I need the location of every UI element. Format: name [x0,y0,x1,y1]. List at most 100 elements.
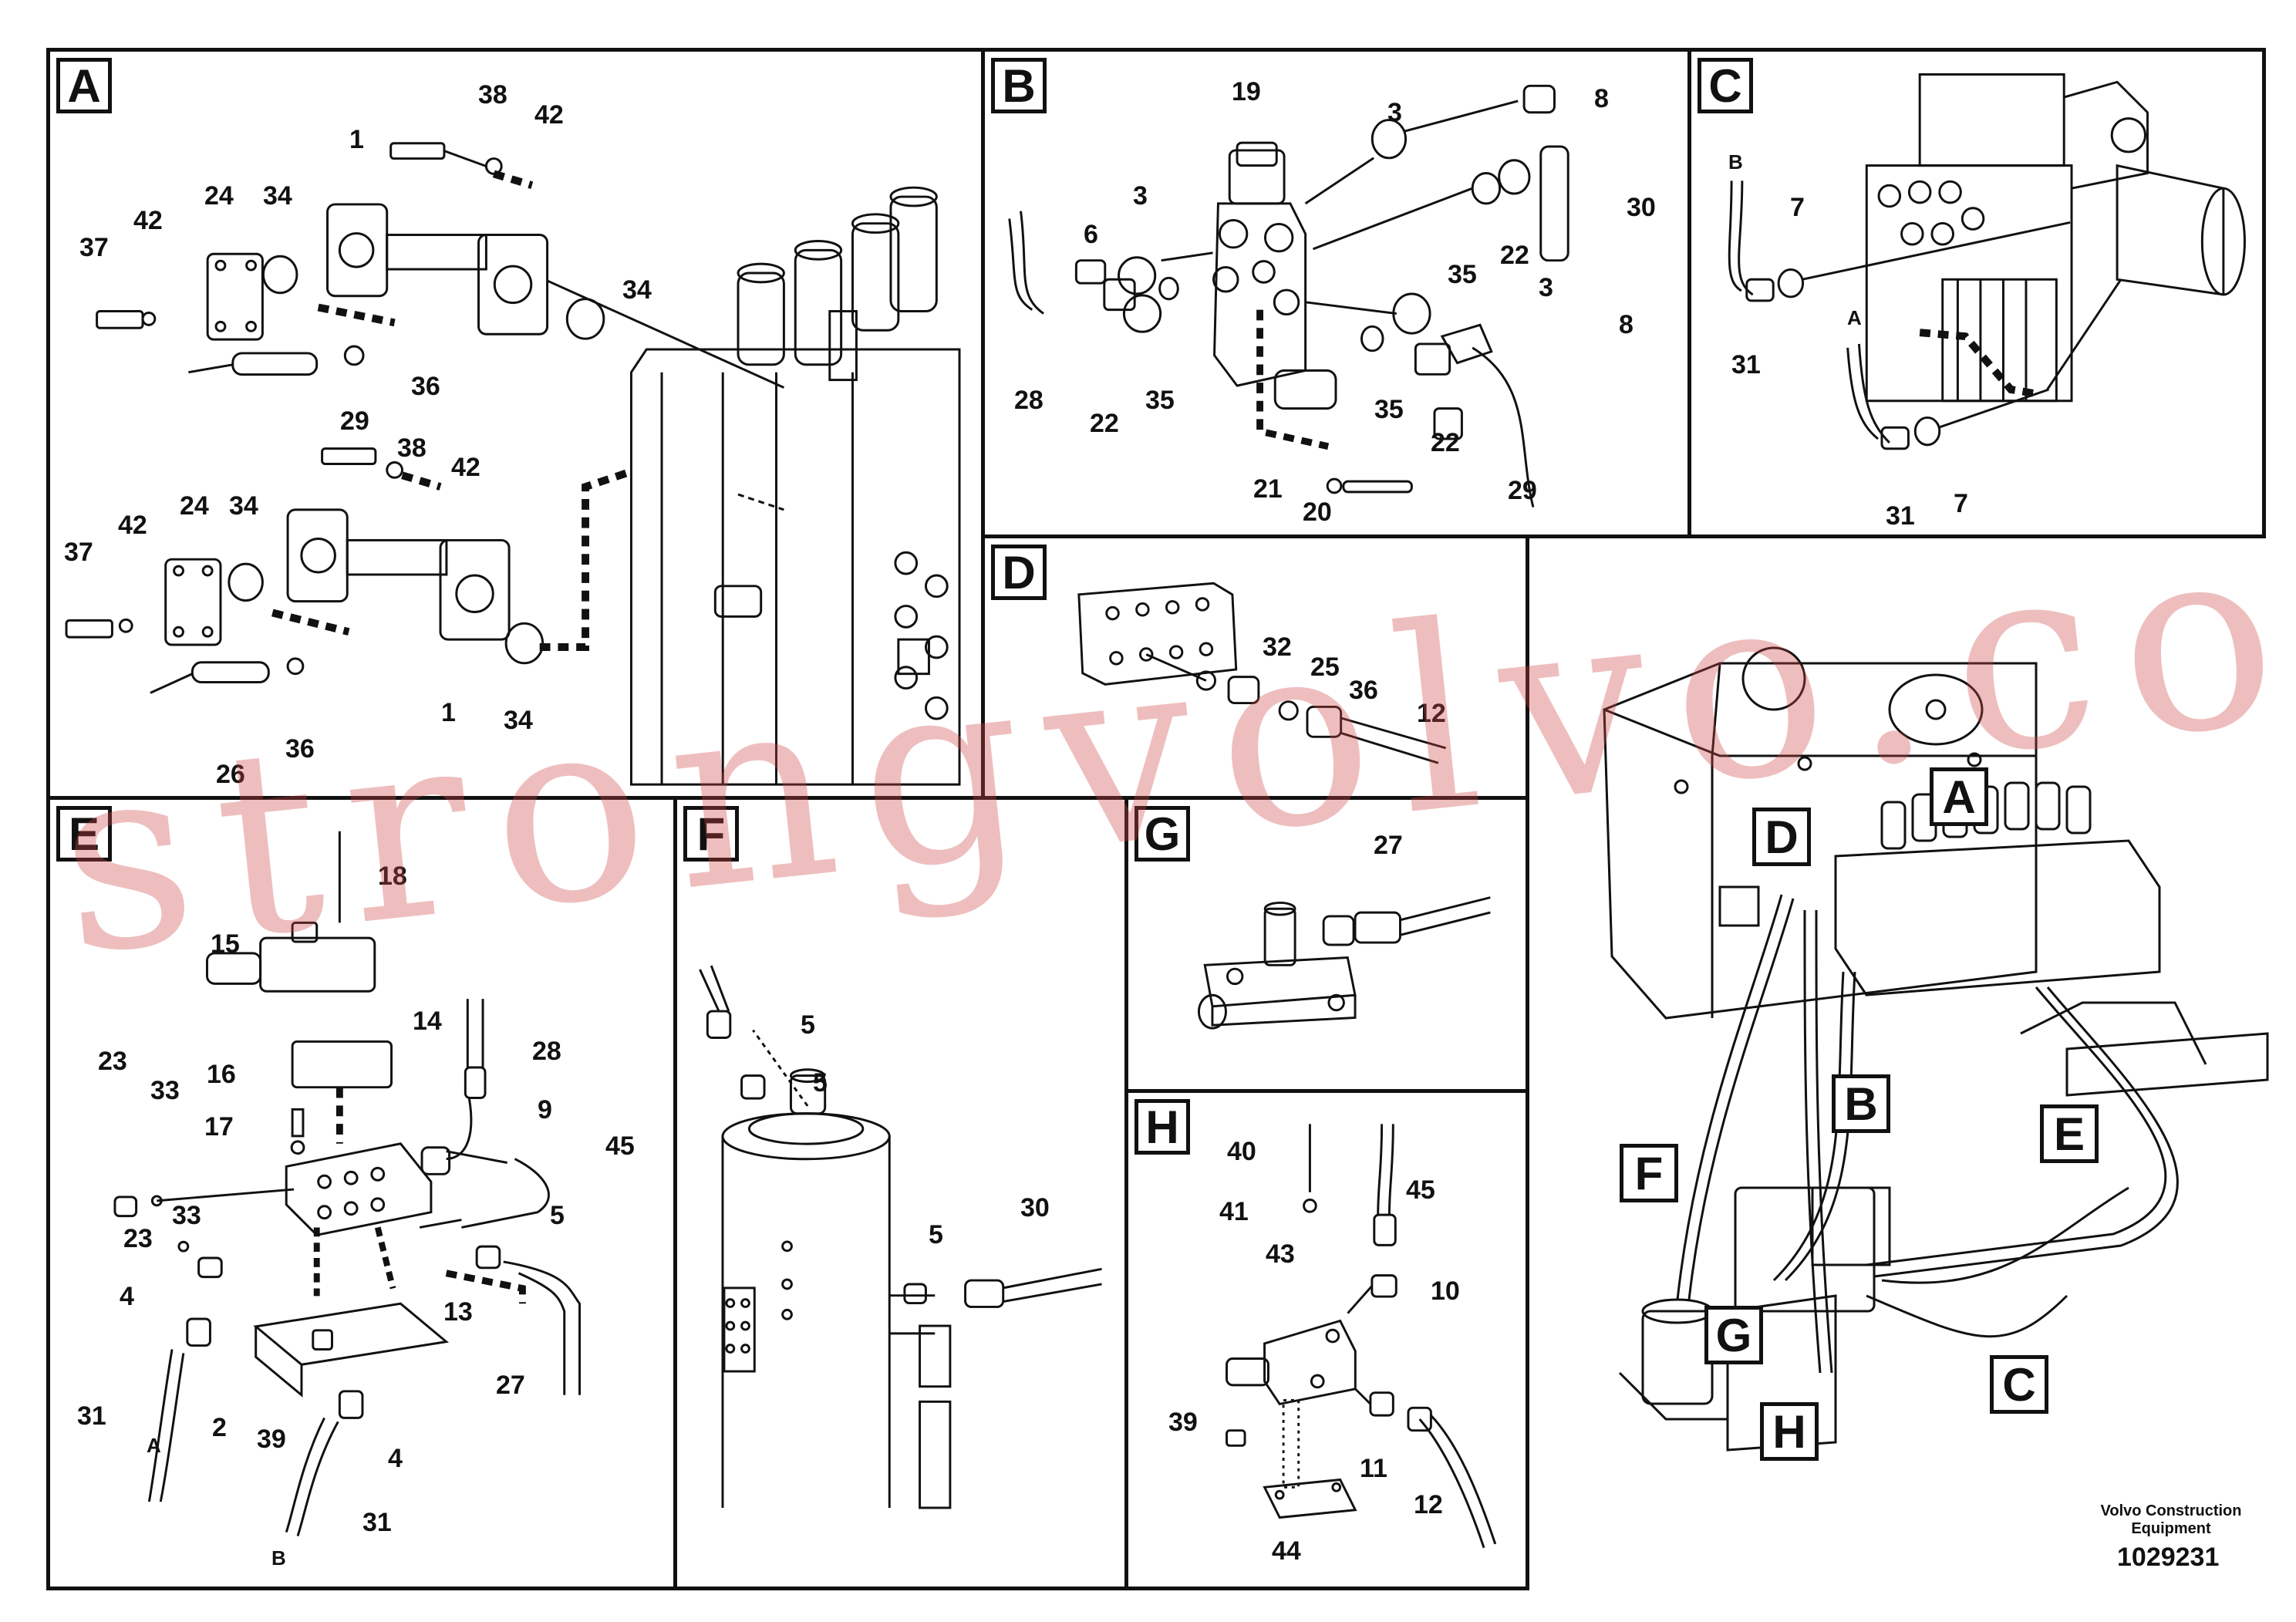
label-f-30: 30 [1020,1193,1050,1222]
panel-f-tag: F [683,806,739,862]
label-e-31b: 31 [362,1508,392,1537]
label-h-40: 40 [1227,1137,1256,1166]
label-e-45: 45 [605,1131,635,1161]
label-e-9: 9 [538,1095,552,1125]
overview-callout-a: A [1930,767,1988,826]
panel-b-drawing [1008,84,1569,508]
label-b-8b: 8 [1619,310,1633,339]
label-e-39: 39 [257,1425,286,1454]
label-b-3b: 3 [1133,181,1148,211]
label-e-33: 33 [150,1076,180,1105]
label-a-38: 38 [478,80,507,110]
company-name-line1: Volvo Construction [2100,1502,2242,1519]
overview-callout-c: C [1990,1355,2048,1414]
label-d-12: 12 [1417,699,1446,728]
panel-e-tag: E [56,806,112,862]
label-c-31b: 31 [1886,501,1915,531]
panel-h-tag: H [1135,1099,1190,1155]
overview-drawing [1603,646,2269,1452]
panel-b-tag: B [991,58,1047,113]
panel-e: E 18 15 14 28 [46,796,677,1590]
label-h-12: 12 [1414,1490,1443,1519]
panel-c: C B 7 A 31 31 7 [1687,48,2266,538]
panel-f-drawing [699,965,1102,1509]
panel-c-drawing [1728,73,2246,450]
label-a-38b: 38 [397,433,426,463]
label-e-16: 16 [207,1060,236,1089]
panel-f: F 5 5 5 30 [673,796,1128,1590]
label-c-A: A [1847,306,1862,329]
label-a-37: 37 [79,233,109,262]
panel-a: A [46,48,985,800]
label-b-35b: 35 [1145,386,1175,415]
label-a-34d: 34 [504,706,533,735]
label-f-5c: 5 [929,1220,943,1249]
label-b-21: 21 [1253,474,1283,504]
label-e-33b: 33 [172,1201,201,1230]
label-b-22b: 22 [1090,409,1119,438]
panel-d-drawing [1077,582,1447,764]
panel-h-drawing [1226,1124,1497,1549]
label-a-42b: 42 [133,206,163,235]
label-e-B: B [271,1546,286,1570]
panel-g: G 27 [1124,796,1529,1093]
label-f-5: 5 [801,1010,815,1040]
label-a-24b: 24 [180,491,209,521]
label-a-34c: 34 [229,491,258,521]
label-e-13: 13 [443,1297,473,1327]
label-e-23b: 23 [123,1224,153,1253]
label-h-41: 41 [1219,1197,1249,1226]
label-e-5: 5 [550,1201,565,1230]
panel-g-drawing [1197,896,1491,1030]
label-a-1b: 1 [441,698,456,727]
label-e-18: 18 [378,862,407,891]
label-b-35: 35 [1448,260,1477,289]
label-d-36: 36 [1349,676,1378,705]
o-ring [261,255,298,295]
label-c-B: B [1728,150,1743,174]
label-c-31: 31 [1731,350,1761,379]
overview-callout-d: D [1752,808,1811,866]
label-a-1: 1 [349,125,364,154]
label-h-43: 43 [1266,1239,1295,1269]
label-b-22: 22 [1500,241,1529,270]
panel-h: H 40 45 41 43 10 39 11 12 44 [1124,1089,1529,1590]
label-a-26: 26 [216,760,245,789]
label-h-44: 44 [1272,1536,1301,1566]
label-a-34: 34 [263,181,292,211]
overview-callout-e: E [2040,1104,2099,1163]
label-h-10: 10 [1431,1276,1460,1306]
label-h-45: 45 [1406,1175,1435,1205]
label-b-35c: 35 [1374,395,1404,424]
label-b-6: 6 [1084,220,1098,249]
panel-a-drawing [65,142,961,786]
flange-plate [206,252,264,341]
label-b-28: 28 [1014,386,1043,415]
panel-e-drawing [113,831,581,1536]
label-a-42: 42 [534,100,564,130]
label-e-15: 15 [211,929,240,959]
label-c-7: 7 [1790,193,1805,222]
company-name-line2: Equipment [2131,1520,2211,1537]
label-b-30: 30 [1627,193,1656,222]
label-e-4: 4 [120,1282,134,1311]
label-e-A: A [147,1434,161,1457]
overview-callout-f: F [1620,1144,1678,1202]
label-a-29: 29 [340,406,369,436]
panel-c-tag: C [1698,58,1753,113]
label-b-29: 29 [1508,476,1537,505]
label-a-34b: 34 [622,275,652,305]
label-e-17: 17 [204,1112,234,1141]
label-g-27: 27 [1374,831,1403,860]
label-e-23: 23 [98,1047,127,1076]
overview-callout-g: G [1704,1306,1763,1364]
panel-a-tag: A [56,58,112,113]
label-d-25: 25 [1310,653,1340,682]
label-e-28: 28 [532,1037,561,1066]
label-a-37b: 37 [64,538,93,567]
label-b-20: 20 [1303,497,1332,527]
label-e-27: 27 [496,1371,525,1400]
company-name: Volvo Construction Equipment [2082,1502,2260,1538]
label-b-19: 19 [1232,77,1261,106]
label-d-32: 32 [1263,632,1292,662]
